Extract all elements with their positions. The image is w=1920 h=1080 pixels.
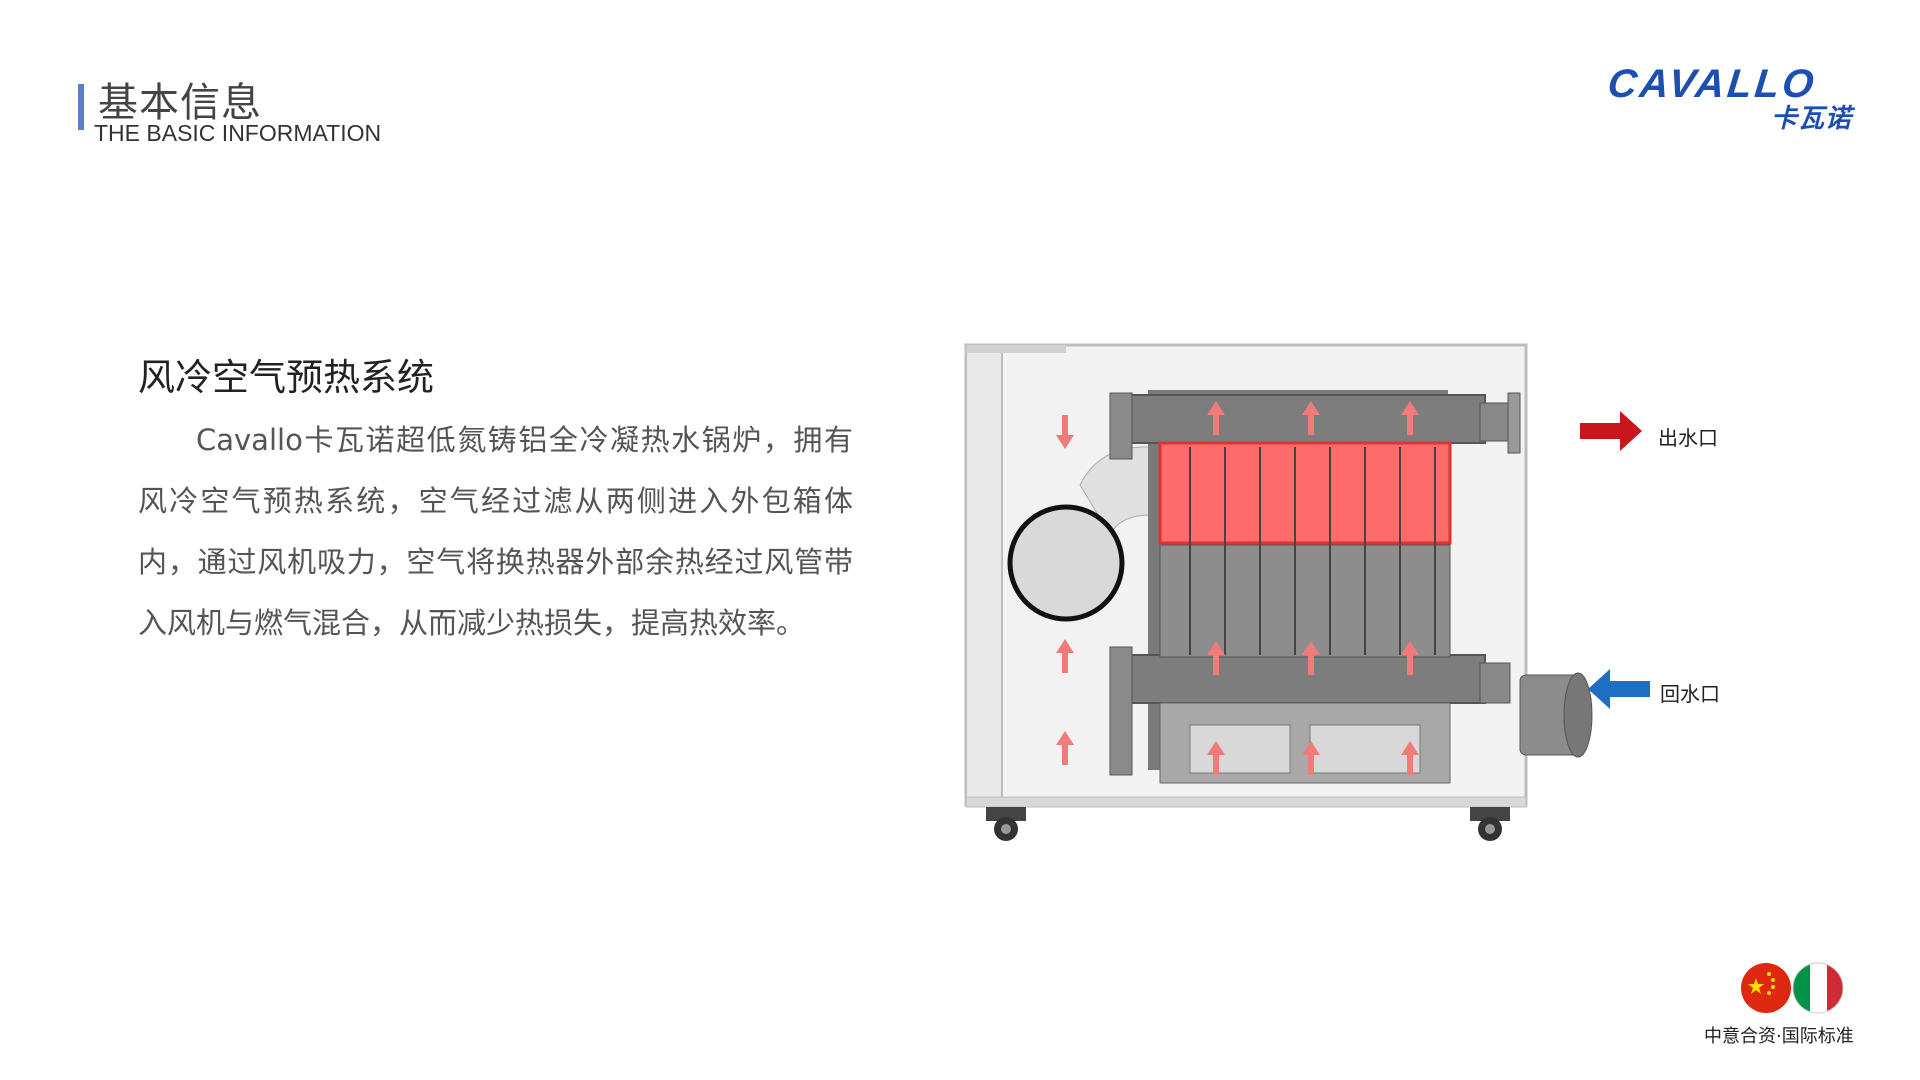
caster-right [1470,807,1510,841]
china-flag-icon [1741,963,1791,1013]
caster-left [986,807,1026,841]
inlet-label: 回水口 [1660,682,1720,706]
section-body: Cavallo卡瓦诺超低氮铸铝全冷凝热水锅炉，拥有风冷空气预热系统，空气经过滤从… [138,423,853,640]
outlet-label: 出水口 [1658,426,1718,450]
section-title: 风冷空气预热系统 [138,356,434,399]
outlet-arrow-icon [1580,411,1642,451]
footer-caption: 中意合资·国际标准 [1704,1026,1854,1047]
inlet-arrow-icon [1588,669,1650,709]
logo-text-cn: 卡瓦诺 [1770,104,1852,134]
brand-logo: CAVALLO 卡瓦诺 [1606,62,1860,134]
page-title: 基本信息 [98,80,262,126]
title-accent-bar [78,84,84,130]
page-subtitle: THE BASIC INFORMATION [94,120,382,146]
airflow-arrows [1056,401,1419,775]
fan-icon [1007,504,1125,622]
flag-group [1741,962,1844,1014]
heat-exchanger [1109,390,1593,784]
italy-flag-icon [1792,962,1844,1014]
boiler-diagram [964,343,1650,841]
